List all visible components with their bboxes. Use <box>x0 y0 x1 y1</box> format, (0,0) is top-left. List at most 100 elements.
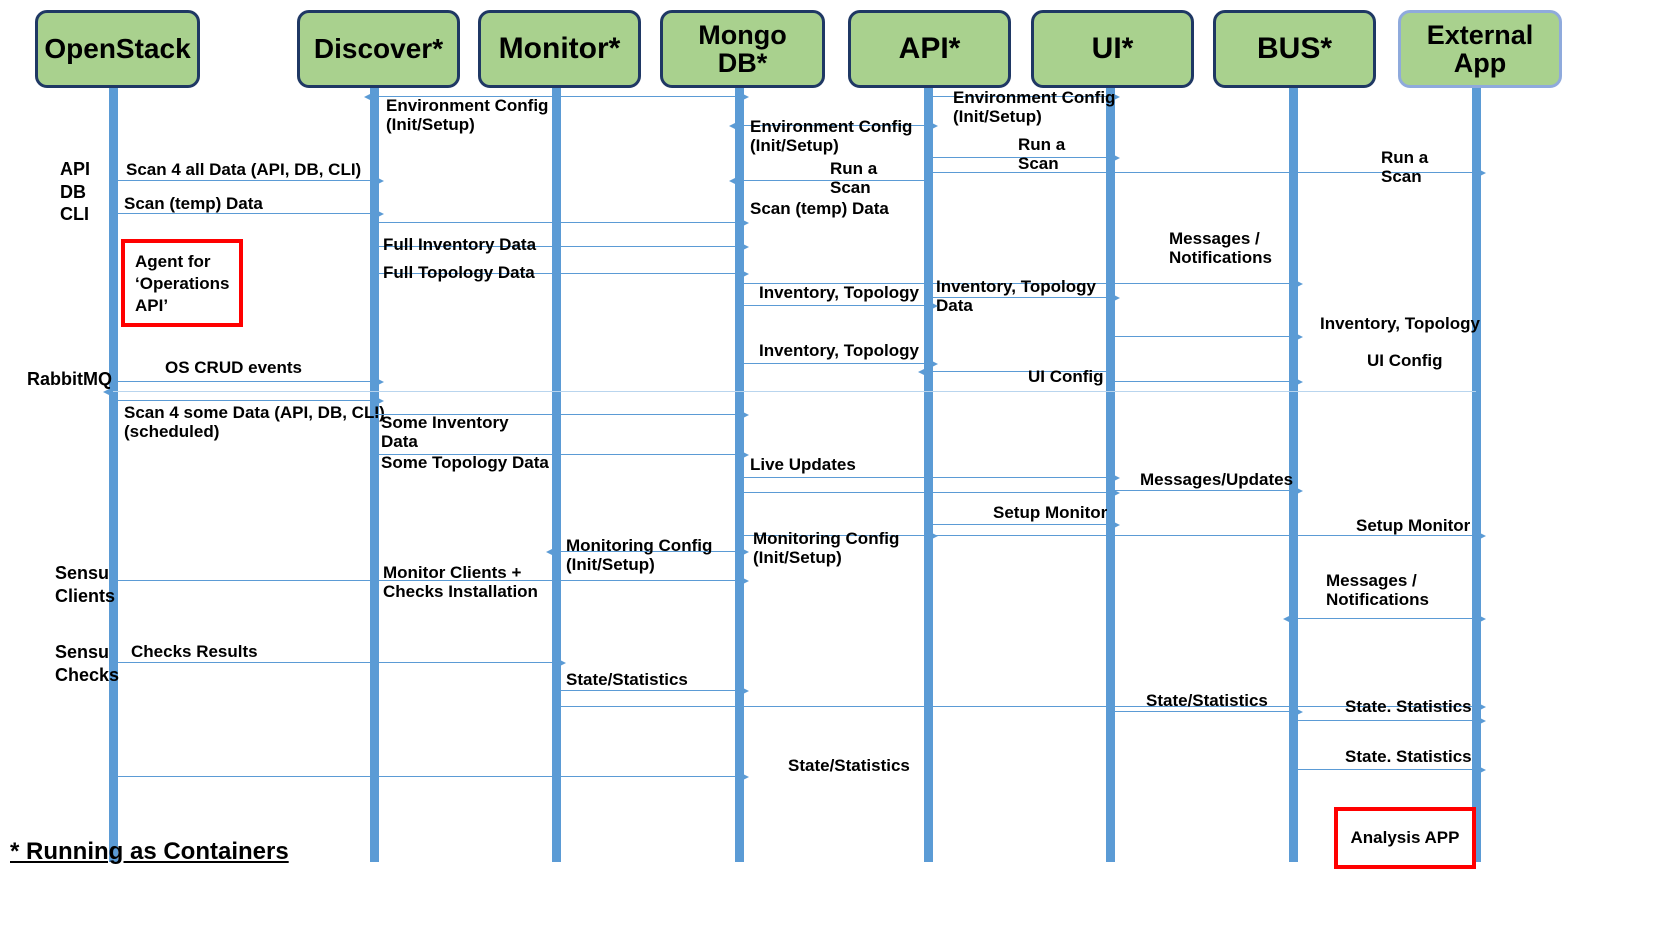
arrowhead-right <box>739 269 749 279</box>
message-line-m34 <box>556 686 749 696</box>
message-line-m38 <box>1293 765 1486 775</box>
message-line-m28 <box>928 531 1486 541</box>
participant-label: Monitor* <box>498 32 621 66</box>
message-line-m12 <box>739 279 1303 289</box>
arrowhead-right <box>1293 332 1303 342</box>
arrowhead-right <box>739 218 749 228</box>
message-line-m19 <box>113 377 384 387</box>
arrowhead-right <box>739 450 749 460</box>
participant-monitor[interactable]: Monitor* <box>478 10 641 88</box>
arrowhead-right <box>928 531 938 541</box>
arrowhead-right <box>739 547 749 557</box>
message-label-m29: Monitoring Config (Init/Setup) <box>753 529 900 568</box>
participant-discover[interactable]: Discover* <box>297 10 460 88</box>
message-label-m13: Inventory, Topology Data <box>936 277 1096 316</box>
arrowhead-right <box>1110 293 1120 303</box>
participant-label: API* <box>898 32 961 66</box>
message-label-m09: Scan (temp) Data <box>750 199 889 218</box>
message-label-m04: Run a Scan <box>1018 135 1066 174</box>
message-line-m32 <box>1283 614 1486 624</box>
lifeline-discover <box>370 88 379 862</box>
participant-externalapp[interactable]: External App <box>1398 10 1562 88</box>
arrowhead-right <box>1476 765 1486 775</box>
message-label-m39: State/Statistics <box>788 756 910 775</box>
message-line-m07 <box>113 176 384 186</box>
arrowhead-left <box>1283 614 1293 624</box>
message-label-m01: Environment Config (Init/Setup) <box>386 96 549 135</box>
footer-note: * Running as Containers <box>10 838 289 865</box>
arrowhead-right <box>928 121 938 131</box>
lifeline-api <box>924 88 933 862</box>
message-line-m10 <box>374 242 749 252</box>
message-line-m39 <box>113 772 749 782</box>
message-line-m27 <box>928 520 1120 530</box>
message-line-m21 <box>113 396 384 406</box>
arrowhead-right <box>1110 153 1120 163</box>
message-line-m05 <box>928 168 1486 178</box>
side-label-rabbitmq: RabbitMQ <box>27 369 112 389</box>
message-line-m17 <box>918 367 1110 377</box>
message-label-m30: Monitoring Config (Init/Setup) <box>566 536 713 575</box>
message-label-m10: Full Inventory Data <box>383 235 537 254</box>
side-label-sensu-clients: Sensu Clients <box>55 563 116 606</box>
message-line-m08 <box>113 209 384 219</box>
message-label-m33: Checks Results <box>131 642 258 661</box>
message-label-m19: OS CRUD events <box>165 358 302 377</box>
arrowhead-right <box>1293 279 1303 289</box>
arrowhead-right <box>1110 473 1120 483</box>
arrowhead-left <box>546 547 556 557</box>
participant-openstack[interactable]: OpenStack <box>35 10 200 88</box>
arrowhead-right <box>739 686 749 696</box>
message-line-m25 <box>1110 486 1303 496</box>
participant-api[interactable]: API* <box>848 10 1011 88</box>
participant-label: BUS* <box>1256 32 1332 66</box>
message-line-m30 <box>546 547 749 557</box>
arrowhead-right <box>1476 716 1486 726</box>
arrowhead-left <box>729 176 739 186</box>
arrowhead-right <box>374 377 384 387</box>
message-line-m14 <box>739 301 938 311</box>
message-label-m21: Scan 4 some Data (API, DB, CLI) (schedul… <box>124 403 385 442</box>
message-line-m22 <box>374 410 749 420</box>
message-line-m15 <box>1110 332 1303 342</box>
message-label-m23: Some Topology Data <box>381 453 549 472</box>
arrowhead-right <box>739 772 749 782</box>
arrowhead-right <box>1293 707 1303 717</box>
lifeline-mongodb <box>735 88 744 862</box>
message-line-m24 <box>739 473 1120 483</box>
message-line-m36 <box>1110 707 1303 717</box>
message-label-m28: Setup Monitor <box>1356 516 1471 535</box>
participant-bus[interactable]: BUS* <box>1213 10 1376 88</box>
message-line-m04 <box>928 153 1120 163</box>
arrowhead-right <box>1476 531 1486 541</box>
message-label-m16: Inventory, Topology <box>759 341 919 360</box>
side-label-sensu-checks: Sensu Checks <box>55 642 120 685</box>
participant-mongodb[interactable]: Mongo DB* <box>660 10 825 88</box>
participant-label: External App <box>1426 19 1534 78</box>
message-label-m08: Scan (temp) Data <box>124 194 263 213</box>
message-label-m34: State/Statistics <box>566 670 688 689</box>
arrowhead-left <box>364 92 374 102</box>
arrowhead-right <box>1476 702 1486 712</box>
message-label-m37: State. Statistics <box>1345 697 1472 716</box>
arrowhead-right <box>374 396 384 406</box>
arrowhead-left <box>729 121 739 131</box>
message-label-m17: UI Config <box>1028 367 1104 386</box>
message-line-m18 <box>1110 377 1303 387</box>
arrowhead-left <box>103 387 113 397</box>
message-line-m06 <box>729 176 928 186</box>
message-label-m05: Run a Scan <box>1381 148 1429 187</box>
message-label-m06: Run a Scan <box>830 159 878 198</box>
message-line-m35 <box>556 702 1486 712</box>
participant-label: UI* <box>1091 32 1134 66</box>
arrowhead-right <box>1476 168 1486 178</box>
message-label-m38: State. Statistics <box>1345 747 1472 766</box>
arrowhead-right <box>374 209 384 219</box>
arrowhead-right <box>1110 520 1120 530</box>
participant-ui[interactable]: UI* <box>1031 10 1194 88</box>
message-line-m33 <box>113 658 566 668</box>
message-line-m31 <box>113 576 749 586</box>
message-line-m13 <box>928 293 1120 303</box>
message-label-m25: Messages/Updates <box>1140 470 1294 489</box>
